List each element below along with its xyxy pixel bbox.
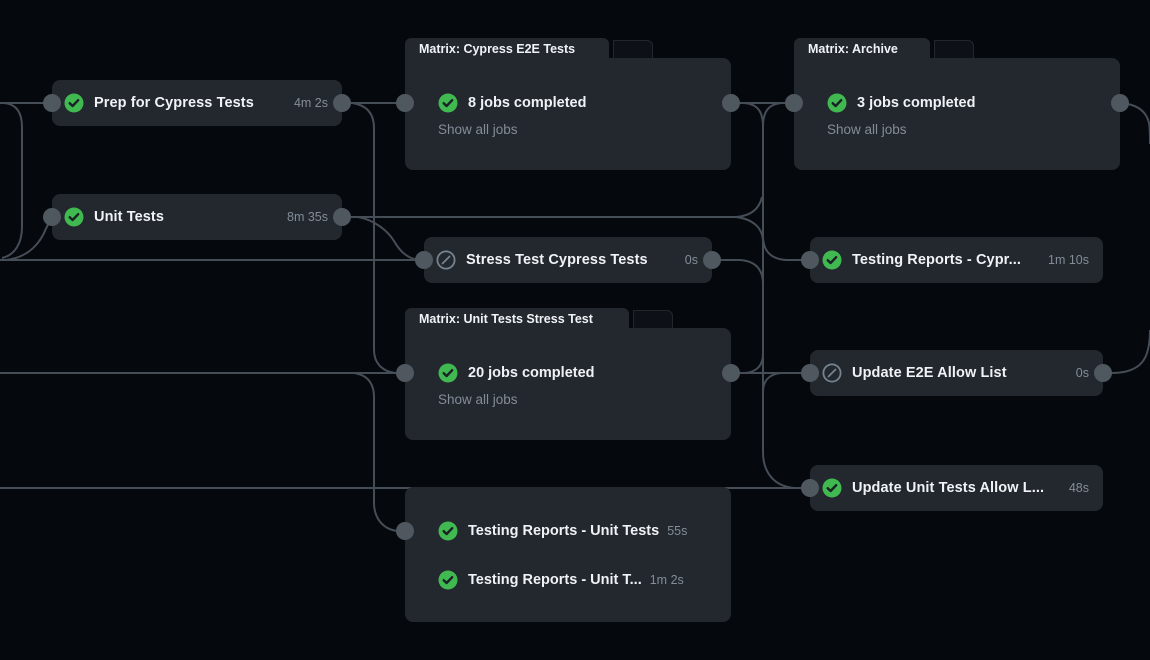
check-circle-icon <box>64 207 84 227</box>
show-all-jobs-link[interactable]: Show all jobs <box>438 392 518 407</box>
matrix-summary-row: 20 jobs completed <box>438 361 595 385</box>
matrix-tab-cypress-e2e-tests: Matrix: Cypress E2E Tests <box>405 38 609 60</box>
job-row-testing-reports-unit-tests[interactable]: Testing Reports - Unit Tests 55s <box>438 519 687 543</box>
matrix-summary-row: 8 jobs completed <box>438 91 586 115</box>
job-label: Unit Tests <box>94 209 165 225</box>
matrix-tab-label: Matrix: Cypress E2E Tests <box>419 42 576 56</box>
job-duration: 0s <box>684 253 698 267</box>
matrix-node-cypress-e2e-tests[interactable]: 8 jobs completed Show all jobs <box>405 58 731 170</box>
check-circle-icon <box>438 93 458 113</box>
matrix-node-archive[interactable]: 3 jobs completed Show all jobs <box>794 58 1120 170</box>
check-circle-icon <box>438 363 458 383</box>
job-label: Stress Test Cypress Tests <box>466 252 648 268</box>
matrix-summary: 8 jobs completed <box>468 95 587 111</box>
matrix-summary: 3 jobs completed <box>857 95 976 111</box>
show-all-jobs-link[interactable]: Show all jobs <box>827 122 907 137</box>
matrix-tab-archive: Matrix: Archive <box>794 38 930 60</box>
stacked-tab-ghost <box>613 40 653 58</box>
matrix-tab-label: Matrix: Unit Tests Stress Test <box>419 312 593 326</box>
matrix-node-unit-tests-stress-test[interactable]: 20 jobs completed Show all jobs <box>405 328 731 440</box>
job-node-unit-tests[interactable]: Unit Tests 8m 35s <box>52 194 342 240</box>
job-label: Testing Reports - Cypr... <box>852 252 1022 268</box>
job-node-update-e2e-allow-list[interactable]: Update E2E Allow List 0s <box>810 350 1103 396</box>
check-circle-icon <box>827 93 847 113</box>
check-circle-icon <box>438 521 458 541</box>
job-label: Prep for Cypress Tests <box>94 95 254 111</box>
matrix-tab-label: Matrix: Archive <box>808 42 898 56</box>
matrix-summary-row: 3 jobs completed <box>827 91 975 115</box>
stacked-tab-ghost <box>934 40 974 58</box>
check-circle-icon <box>822 250 842 270</box>
matrix-tab-unit-tests-stress-test: Matrix: Unit Tests Stress Test <box>405 308 629 330</box>
job-label: Testing Reports - Unit Tests <box>468 523 660 539</box>
job-duration: 8m 35s <box>287 210 328 224</box>
job-duration: 1m 2s <box>649 573 684 587</box>
job-row-testing-reports-unit-truncated[interactable]: Testing Reports - Unit T... 1m 2s <box>438 568 684 592</box>
job-node-update-unit-tests-allow-list[interactable]: Update Unit Tests Allow L... 48s <box>810 465 1103 511</box>
job-label: Update E2E Allow List <box>852 365 1007 381</box>
stacked-tab-ghost <box>633 310 673 328</box>
job-duration: 4m 2s <box>293 96 328 110</box>
check-circle-icon <box>822 478 842 498</box>
check-circle-icon <box>64 93 84 113</box>
slash-circle-icon <box>822 363 842 383</box>
slash-circle-icon <box>436 250 456 270</box>
check-circle-icon <box>438 570 458 590</box>
job-duration: 48s <box>1068 481 1089 495</box>
matrix-summary: 20 jobs completed <box>468 365 595 381</box>
job-node-stress-test-cypress-tests[interactable]: Stress Test Cypress Tests 0s <box>424 237 712 283</box>
job-label: Update Unit Tests Allow L... <box>852 480 1045 496</box>
job-label: Testing Reports - Unit T... <box>468 572 642 588</box>
show-all-jobs-link[interactable]: Show all jobs <box>438 122 518 137</box>
job-duration: 0s <box>1075 366 1089 380</box>
job-node-prep-for-cypress-tests[interactable]: Prep for Cypress Tests 4m 2s <box>52 80 342 126</box>
job-duration: 1m 10s <box>1048 253 1089 267</box>
job-node-testing-reports-cypress[interactable]: Testing Reports - Cypr... 1m 10s <box>810 237 1103 283</box>
job-duration: 55s <box>667 524 688 538</box>
job-group-testing-reports-unit[interactable]: Testing Reports - Unit Tests 55s Testing… <box>405 487 731 622</box>
